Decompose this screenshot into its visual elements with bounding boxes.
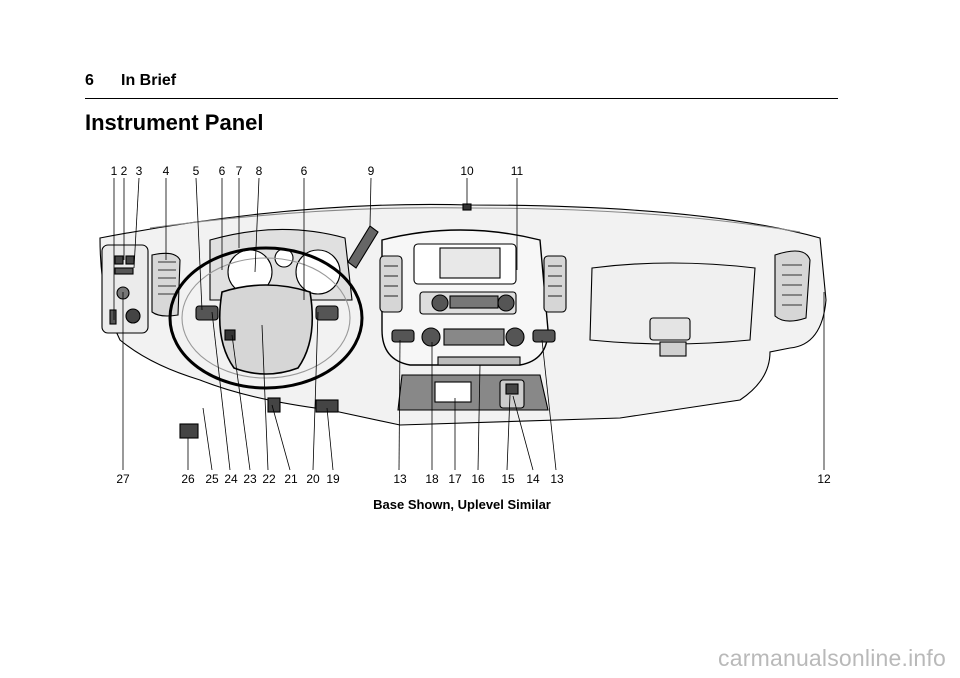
callout-22: 22 [262, 472, 276, 486]
page-header: 6 In Brief [85, 72, 176, 90]
callout-17: 17 [448, 472, 462, 486]
callout-18: 18 [425, 472, 439, 486]
page-number: 6 [85, 72, 94, 89]
callout-25: 25 [205, 472, 219, 486]
callout-8: 8 [255, 164, 263, 178]
callout-27: 27 [116, 472, 130, 486]
watermark: carmanualsonline.info [718, 645, 946, 671]
callout-16: 16 [471, 472, 485, 486]
callout-24: 24 [224, 472, 238, 486]
callout-3: 3 [135, 164, 143, 178]
callout-2: 2 [120, 164, 128, 178]
callout-14: 14 [526, 472, 540, 486]
callout-7: 7 [235, 164, 243, 178]
section-title: Instrument Panel [85, 110, 264, 135]
callout-11: 11 [510, 164, 524, 178]
header-rule [85, 98, 838, 99]
callout-6b: 6 [300, 164, 308, 178]
callout-23: 23 [243, 472, 257, 486]
callout-5: 5 [192, 164, 200, 178]
callout-6a: 6 [218, 164, 226, 178]
callout-1: 1 [110, 164, 118, 178]
callout-10: 10 [460, 164, 474, 178]
chapter-title: In Brief [121, 72, 177, 89]
callout-21: 21 [284, 472, 298, 486]
callout-15: 15 [501, 472, 515, 486]
callout-20: 20 [306, 472, 320, 486]
figure-caption: Base Shown, Uplevel Similar [373, 497, 551, 512]
callout-4: 4 [162, 164, 170, 178]
callout-13b: 13 [550, 472, 564, 486]
callout-9: 9 [367, 164, 375, 178]
callout-13a: 13 [393, 472, 407, 486]
callout-12: 12 [817, 472, 831, 486]
callout-26: 26 [181, 472, 195, 486]
callout-19: 19 [326, 472, 340, 486]
